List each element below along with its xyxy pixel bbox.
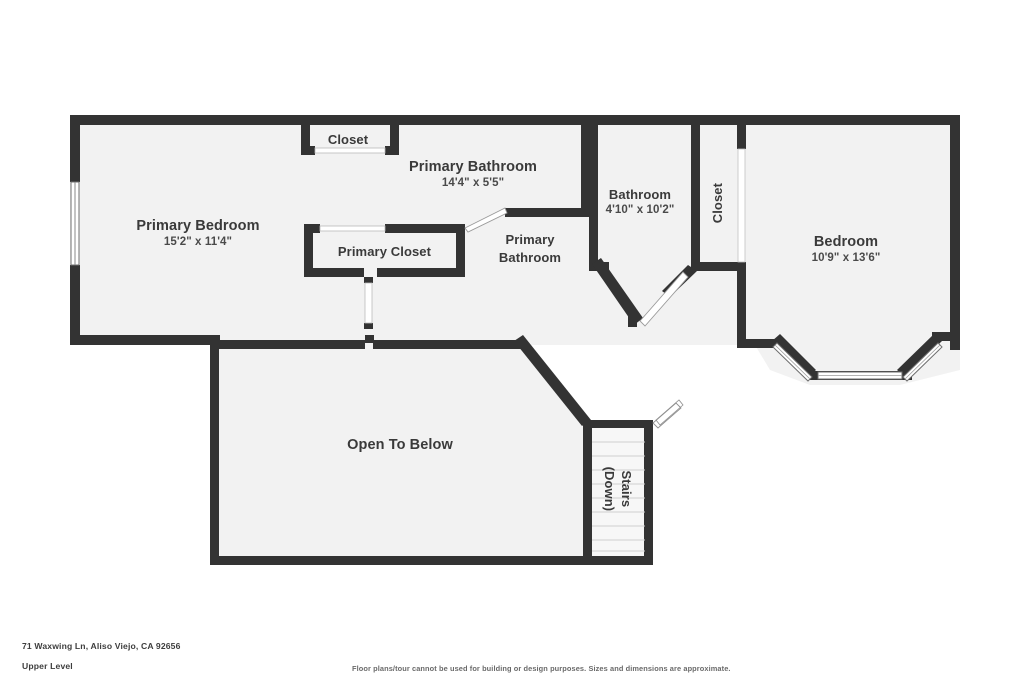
window-bedroom-bay-right <box>902 342 943 382</box>
footer-level: Upper Level <box>22 661 73 671</box>
primary-bathroom-walls <box>505 125 590 217</box>
wall-primary-closet-bottom-right <box>377 268 465 277</box>
wall-otb-left <box>210 340 219 565</box>
wall-otb-stub <box>365 335 374 343</box>
hall-diagonal-walls <box>592 258 697 327</box>
wall-stairs-left <box>583 420 592 565</box>
wall-otb-bottom <box>210 556 653 565</box>
door-primary-bathroom-swing <box>464 207 508 233</box>
wall-closet-right-side-top <box>737 119 746 149</box>
door-primary-bedroom-to-closet <box>364 277 373 329</box>
wall-hall-diag-left-foot <box>628 315 637 327</box>
wall-closet-right-side-bottom <box>737 262 746 288</box>
wall-closet-right-bottom <box>691 262 746 271</box>
wall-primary-bedroom-south <box>70 335 220 345</box>
wall-primary-closet-right <box>456 224 465 277</box>
wall-bedroom-bottom-left <box>737 339 777 348</box>
wall-bay-right-join <box>932 332 960 341</box>
footer-disclaimer: Floor plans/tour cannot be used for buil… <box>352 664 731 673</box>
wall-stairs-top <box>583 420 653 428</box>
wall-top <box>70 115 960 125</box>
open-to-below-walls <box>210 335 653 565</box>
floor-fills <box>70 115 960 565</box>
wall-primary-closet-left <box>304 224 313 277</box>
stair-treads <box>592 441 645 552</box>
wall-west-lower <box>70 272 80 345</box>
wall-west-upper <box>70 115 80 175</box>
wall-stairs-right <box>644 420 653 565</box>
wall-closet-top-bottom-left <box>301 146 315 155</box>
door-primary-closet-top <box>319 225 386 232</box>
primary-closet-walls <box>304 224 465 277</box>
wall-primary-closet-bottom-left <box>304 268 364 277</box>
wall-otb-diagonal <box>514 335 591 426</box>
wall-closet-top-right <box>390 119 399 155</box>
wall-bedroom-left-lower <box>737 288 746 343</box>
footer-address: 71 Waxwing Ln, Aliso Viejo, CA 92656 <box>22 641 181 651</box>
window-primary-bedroom-west <box>70 175 80 272</box>
door-hall-to-stairs <box>652 399 684 429</box>
door-closet-right <box>737 148 746 263</box>
wall-bay-angle-right <box>897 334 942 377</box>
wall-bathroom-left <box>589 125 598 270</box>
closet-top-walls <box>301 119 399 155</box>
wall-primary-bath-divider <box>581 125 590 217</box>
floor-upper-band <box>70 115 960 345</box>
window-bedroom-bay-center <box>817 371 903 380</box>
wall-otb-top-left <box>210 340 365 349</box>
door-bathroom-swing <box>639 271 689 327</box>
wall-primary-bath-right <box>505 208 590 217</box>
door-closet-top <box>314 147 386 154</box>
window-bedroom-bay-left <box>772 342 813 382</box>
floor-stairs <box>585 420 653 565</box>
wall-otb-top-right <box>373 340 521 349</box>
wall-closet-top-left <box>301 119 310 155</box>
wall-bay-angle-left <box>772 334 816 377</box>
wall-bathroom-right <box>691 125 700 270</box>
floor-open-to-below <box>210 340 585 565</box>
wall-closet-top-bottom-right <box>385 146 399 155</box>
wall-hall-diag-left <box>592 258 643 325</box>
wall-east <box>950 115 960 350</box>
wall-primary-closet-top-right <box>385 224 465 233</box>
outer-walls <box>70 115 960 350</box>
